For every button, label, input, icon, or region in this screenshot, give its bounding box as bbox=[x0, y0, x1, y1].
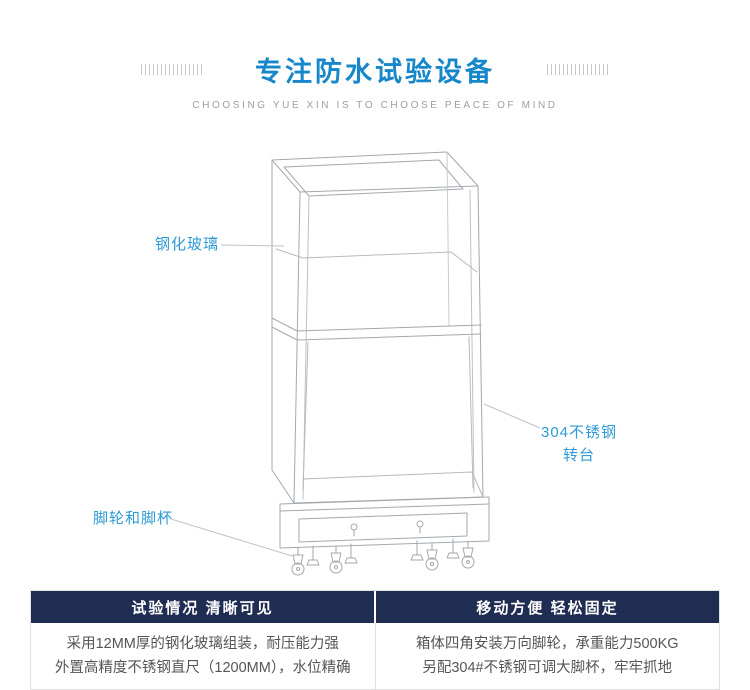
table-header-right: 移动方便 轻松固定 bbox=[374, 591, 719, 623]
callout-stainless-steel-line2: 转台 bbox=[562, 447, 595, 464]
right-cell-line2: 另配304#不锈钢可调大脚杯，牢牢抓地 bbox=[422, 660, 673, 676]
right-ticks-decoration bbox=[547, 64, 609, 75]
spec-table-header-row: 试验情况 清晰可见 移动方便 轻松固定 bbox=[31, 591, 719, 623]
left-cell-line2: 外置高精度不锈钢直尺（1200MM），水位精确 bbox=[54, 660, 351, 676]
spec-table: 试验情况 清晰可见 移动方便 轻松固定 采用12MM厚的钢化玻璃组装，耐压能力强… bbox=[30, 590, 720, 690]
callout-stainless-steel: 304不锈钢 转台 bbox=[531, 424, 627, 465]
table-header-left: 试验情况 清晰可见 bbox=[31, 591, 374, 623]
left-ticks-decoration bbox=[141, 64, 203, 75]
callout-casters: 脚轮和脚杯 bbox=[93, 510, 174, 527]
page-subtitle: CHOOSING YUE XIN IS TO CHOOSE PEACE OF M… bbox=[192, 100, 558, 111]
title-row: 专注防水试验设备 bbox=[0, 50, 750, 89]
leader-line-steel bbox=[483, 403, 541, 429]
left-cell-line1: 采用12MM厚的钢化玻璃组装，耐压能力强 bbox=[66, 636, 339, 652]
table-cell-left: 采用12MM厚的钢化玻璃组装，耐压能力强 外置高精度不锈钢直尺（1200MM），… bbox=[31, 623, 375, 689]
header: 专注防水试验设备 CHOOSING YUE XIN IS TO CHOOSE P… bbox=[0, 50, 750, 111]
table-cell-right: 箱体四角安装万向脚轮，承重能力500KG 另配304#不锈钢可调大脚杯，牢牢抓地 bbox=[374, 623, 720, 689]
callout-stainless-steel-line1: 304不锈钢 bbox=[540, 424, 618, 441]
spec-table-body-row: 采用12MM厚的钢化玻璃组装，耐压能力强 外置高精度不锈钢直尺（1200MM），… bbox=[31, 623, 719, 689]
right-cell-line1: 箱体四角安装万向脚轮，承重能力500KG bbox=[415, 636, 679, 652]
callout-tempered-glass: 钢化玻璃 bbox=[155, 236, 220, 253]
leader-line-glass bbox=[220, 244, 285, 247]
leader-line-casters bbox=[170, 518, 293, 557]
page-title: 专注防水试验设备 bbox=[255, 57, 495, 87]
